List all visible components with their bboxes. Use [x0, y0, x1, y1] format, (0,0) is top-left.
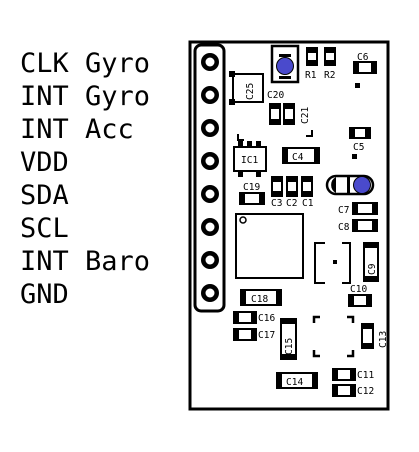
- component-ic1: IC1: [233, 141, 267, 177]
- pin-label-int-baro: INT Baro: [20, 246, 150, 277]
- component-c6: C6: [353, 52, 377, 74]
- marker-dot: [352, 154, 357, 159]
- pin-label-vdd: VDD: [20, 147, 69, 178]
- component-c1: C1: [301, 176, 314, 209]
- ref-c6: C6: [357, 52, 369, 63]
- component-c17: C17: [233, 328, 275, 341]
- pin-label-clk-gyro: CLK Gyro: [20, 48, 150, 79]
- board-outline: [188, 40, 390, 411]
- sensor-chip: [235, 213, 304, 279]
- component-c9: C9: [363, 242, 379, 282]
- pin-label-gnd: GND: [20, 279, 69, 310]
- blue-led-icon: [353, 176, 371, 194]
- pin-label-int-acc: INT Acc: [20, 114, 134, 145]
- ref-c15: C15: [284, 338, 295, 355]
- component-c5: C5: [349, 127, 371, 153]
- ref-c2: C2: [286, 198, 297, 209]
- ref-c8: C8: [338, 222, 350, 233]
- pin-label-scl: SCL: [20, 213, 69, 244]
- component-c25: C25: [229, 71, 264, 105]
- ref-c4: C4: [292, 152, 304, 163]
- ref-c21: C21: [300, 107, 311, 124]
- component-c8: C8: [338, 219, 378, 233]
- ref-c13: C13: [378, 331, 389, 348]
- ref-ic1: IC1: [241, 155, 258, 166]
- component-c7: C7: [338, 202, 378, 216]
- ref-c12: C12: [357, 386, 374, 397]
- ref-c1: C1: [302, 198, 314, 209]
- component-c15: C15: [280, 318, 297, 360]
- component-c14: C14: [276, 372, 318, 389]
- component-c19: C19: [239, 182, 265, 205]
- ref-r1: R1: [305, 70, 317, 81]
- pin-labels: CLK Gyro INT Gyro INT Acc VDD SDA SCL IN…: [20, 48, 150, 310]
- component-c20: C20: [267, 44, 300, 101]
- component-c13: C13: [361, 323, 389, 349]
- component-c18: C18: [240, 289, 282, 306]
- ref-c25: C25: [245, 83, 256, 100]
- ref-r2: R2: [324, 70, 335, 81]
- header-pads: [201, 53, 219, 302]
- ic1-corner-marks: [237, 130, 313, 141]
- ref-c14: C14: [286, 377, 303, 388]
- component-c16: C16: [233, 311, 275, 324]
- component-c11: C11: [332, 368, 374, 381]
- ref-c18: C18: [251, 294, 268, 305]
- header-pad: [201, 53, 219, 71]
- header-pad: [201, 251, 219, 269]
- component-r2: R2: [324, 47, 336, 81]
- component-c4: C4: [282, 147, 320, 164]
- pin-label-int-gyro: INT Gyro: [20, 81, 150, 112]
- marker-dot: [355, 83, 360, 88]
- baro-sensor: [314, 242, 351, 284]
- ref-c11: C11: [357, 370, 374, 381]
- ref-c9: C9: [367, 263, 378, 275]
- ref-c7: C7: [338, 205, 349, 216]
- pin-label-sda: SDA: [20, 180, 69, 211]
- component-led-right: [325, 174, 375, 196]
- ref-c20: C20: [267, 90, 284, 101]
- ref-c19: C19: [243, 182, 260, 193]
- ref-c17: C17: [258, 330, 275, 341]
- component-c10: C10: [348, 284, 372, 307]
- pin-header: [193, 43, 226, 313]
- header-pad: [201, 86, 219, 104]
- component-c21: C21: [269, 103, 311, 125]
- ref-c10: C10: [350, 284, 367, 295]
- component-c3: C3: [271, 176, 283, 209]
- blue-led-icon: [276, 57, 294, 75]
- header-pad: [201, 218, 219, 236]
- header-pad: [201, 185, 219, 203]
- header-pad: [201, 152, 219, 170]
- header-pad: [201, 119, 219, 137]
- component-r1: R1: [305, 47, 318, 81]
- component-c2: C2: [286, 176, 298, 209]
- component-c12: C12: [332, 384, 374, 397]
- ref-c16: C16: [258, 313, 275, 324]
- ref-c5: C5: [353, 142, 364, 153]
- ref-c3: C3: [271, 198, 282, 209]
- header-pad: [201, 284, 219, 302]
- gyro-chip-corners: [312, 315, 355, 358]
